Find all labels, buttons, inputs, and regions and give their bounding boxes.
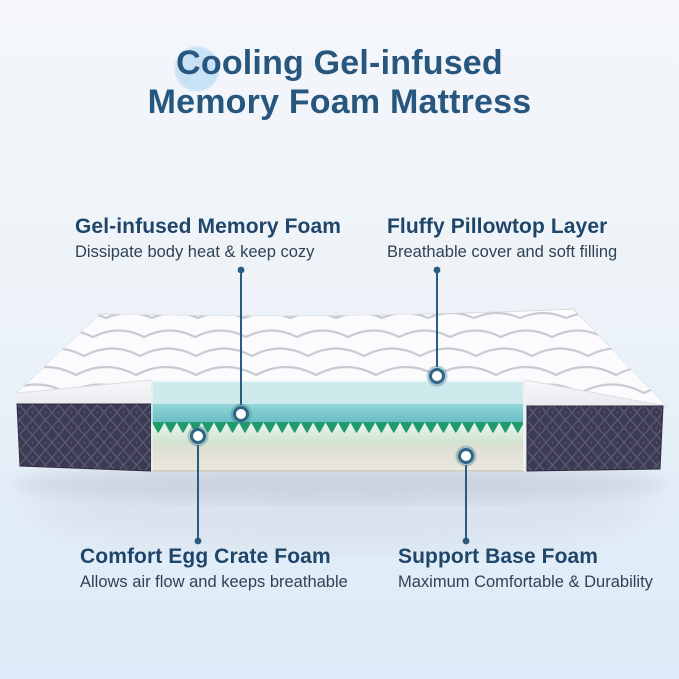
callout-label-base: Support Base Foam Maximum Comfortable & … bbox=[398, 545, 653, 592]
title-accent-circle bbox=[174, 46, 220, 92]
mattress-contact-shadow bbox=[12, 466, 668, 502]
egg-crate-teeth bbox=[152, 422, 523, 434]
leader-dot-base bbox=[462, 537, 470, 545]
layer-pillowtop-underside bbox=[151, 380, 525, 404]
callout-marker-eggcrate bbox=[187, 425, 209, 447]
callout-heading-base: Support Base Foam bbox=[398, 545, 599, 568]
callout-marker-pillowtop bbox=[426, 365, 448, 387]
callout-marker-gel bbox=[230, 403, 252, 425]
pillowtop-side-left bbox=[17, 380, 152, 404]
leader-dot-gel bbox=[237, 266, 245, 274]
callout-label-gel: Gel-infused Memory Foam Dissipate body h… bbox=[75, 215, 341, 262]
side-panel-left bbox=[16, 403, 152, 472]
callout-heading-pillowtop: Fluffy Pillowtop Layer bbox=[387, 215, 608, 238]
callout-description-pillowtop: Breathable cover and soft filling bbox=[387, 243, 618, 261]
pillowtop-quilted-surface bbox=[15, 308, 668, 407]
leader-dot-eggcrate bbox=[194, 537, 202, 545]
side-panel-right bbox=[526, 405, 664, 472]
callout-description-eggcrate: Allows air flow and keeps breathable bbox=[80, 573, 348, 591]
title-line-1: Cooling Gel-infused bbox=[176, 44, 503, 82]
title-line-2: Memory Foam Mattress bbox=[147, 83, 532, 121]
callout-label-eggcrate: Comfort Egg Crate Foam Allows air flow a… bbox=[80, 545, 348, 592]
callout-label-pillowtop: Fluffy Pillowtop Layer Breathable cover … bbox=[387, 215, 617, 262]
callout-marker-base bbox=[455, 445, 477, 467]
callout-description-base: Maximum Comfortable & Durability bbox=[398, 573, 653, 591]
callout-heading-gel: Gel-infused Memory Foam bbox=[75, 215, 342, 238]
callout-description-gel: Dissipate body heat & keep cozy bbox=[75, 243, 315, 261]
callout-heading-eggcrate: Comfort Egg Crate Foam bbox=[80, 545, 331, 568]
layer-gel-memory-foam bbox=[151, 404, 525, 423]
page-title: Cooling Gel-infused Memory Foam Mattress bbox=[0, 44, 679, 122]
leader-dot-pillowtop bbox=[433, 266, 441, 274]
